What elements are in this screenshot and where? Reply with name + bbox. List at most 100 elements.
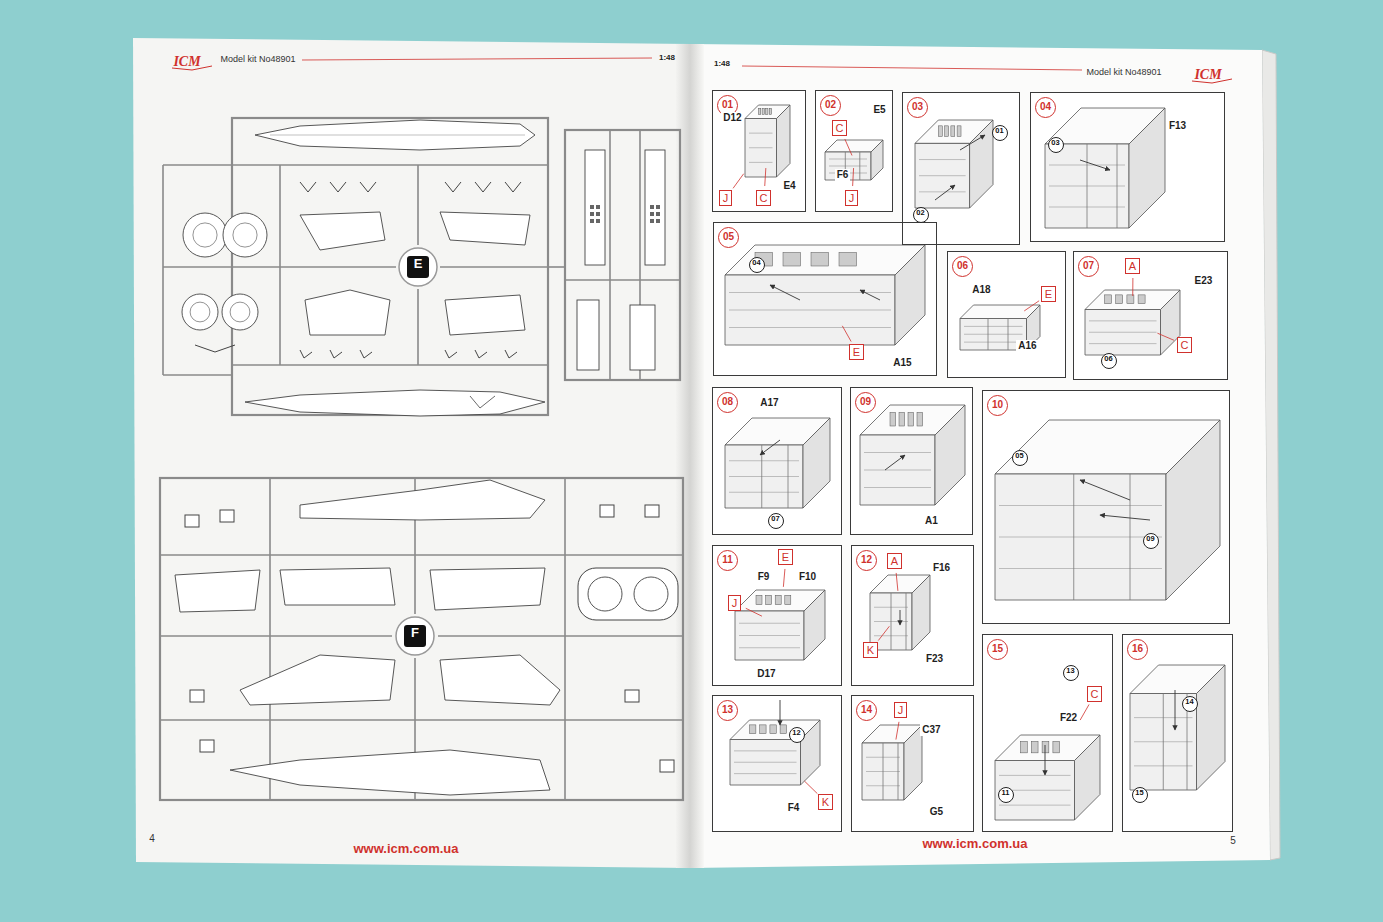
step-panel: 141516 — [1122, 634, 1233, 832]
instrument-detail — [769, 108, 771, 114]
small-part — [660, 760, 674, 772]
scale-note: 1:48 — [714, 59, 730, 68]
part-outline — [935, 405, 965, 505]
callout-label: A — [1126, 259, 1139, 273]
leader-line — [878, 626, 889, 640]
part-outline — [871, 140, 883, 180]
callout-label: K — [819, 795, 832, 809]
assembly-arrow — [1175, 690, 1176, 730]
bulkhead-line — [1130, 474, 1131, 600]
runner — [417, 289, 419, 365]
panel-ground — [712, 90, 806, 212]
panel-detail — [729, 492, 799, 493]
panel-ground — [851, 545, 974, 686]
instrument-detail — [785, 595, 791, 604]
paint-ref-box: J — [719, 190, 733, 206]
header-rule — [742, 66, 1082, 70]
panel-detail — [864, 487, 931, 488]
small-part — [185, 515, 199, 527]
small-part — [360, 350, 372, 358]
paint-ref-box: E — [849, 344, 864, 360]
panel-detail — [919, 191, 966, 192]
instrument-detail — [1138, 295, 1145, 304]
step-panel: 010203 — [902, 92, 1020, 245]
wheel-part — [222, 294, 258, 330]
callout-label: C — [1088, 687, 1102, 701]
instrument-detail — [957, 126, 961, 137]
vent-detail — [590, 219, 594, 223]
wheel-part — [193, 223, 217, 247]
step-panel: 13C1115F22 — [982, 634, 1113, 832]
panel-detail — [734, 762, 797, 763]
callout-label: 06 — [1102, 354, 1116, 363]
wheel-part — [233, 223, 257, 247]
runner — [232, 266, 396, 268]
part-outline — [725, 445, 803, 508]
assembly-arrow — [780, 700, 781, 725]
part-number: A18 — [970, 284, 992, 296]
kit-number: Model kit No48901 — [1086, 67, 1161, 77]
panel-ground — [851, 695, 974, 832]
callout-label: 12 — [790, 728, 804, 737]
panel-detail — [999, 505, 1162, 506]
leader-line — [896, 573, 898, 591]
part-outline — [1130, 694, 1197, 791]
assembly-arrow — [760, 440, 780, 455]
panel-detail — [964, 334, 1023, 335]
fuselage-part — [585, 150, 605, 265]
part-number: D17 — [755, 668, 777, 680]
panel-ground — [815, 90, 893, 212]
paint-ref-box: A — [887, 553, 902, 569]
step-panel: E06A18A16 — [947, 251, 1066, 378]
small-part — [645, 505, 659, 517]
step-number: 03 — [907, 97, 928, 118]
callout-label: J — [895, 703, 907, 717]
runner — [163, 374, 232, 376]
small-part — [200, 740, 214, 752]
bulkhead-line — [859, 152, 860, 180]
leader-line — [765, 168, 766, 186]
subassembly-circle: 04 — [749, 257, 765, 273]
small-part — [445, 350, 457, 358]
bulkhead-line — [1163, 694, 1164, 791]
intake-part — [634, 577, 668, 611]
assembly-arrow — [900, 610, 901, 625]
panel-detail — [729, 460, 799, 461]
instrument-detail — [783, 253, 801, 267]
panel-detail — [864, 452, 931, 453]
instrument-detail — [945, 126, 949, 137]
panel-ground — [712, 545, 842, 686]
panel-detail — [734, 750, 797, 751]
vent-detail — [596, 212, 600, 216]
part-outline — [725, 245, 925, 275]
part-outline — [730, 740, 801, 786]
panel-ground — [713, 222, 937, 376]
step-panel: 0304F13 — [1030, 92, 1225, 242]
panel-detail — [919, 159, 966, 160]
callout-label: C — [757, 191, 771, 205]
instrument-detail — [1116, 295, 1123, 304]
part-number: D12 — [721, 112, 743, 124]
subassembly-circle: 09 — [1143, 533, 1159, 549]
paint-ref-box: K — [863, 642, 878, 658]
part-number: F13 — [1167, 120, 1188, 132]
assembly-arrow — [1100, 515, 1150, 520]
step-number: 06 — [952, 256, 973, 277]
panel-line — [470, 396, 495, 408]
assembly-arrow — [885, 455, 905, 470]
callout-label: J — [720, 191, 732, 205]
part-outline — [1085, 310, 1161, 356]
wheel-part — [190, 302, 210, 322]
vent-detail — [656, 219, 660, 223]
panel-detail — [729, 327, 891, 328]
subassembly-circle: 06 — [1101, 353, 1117, 369]
step-panel: 050910 — [982, 390, 1230, 624]
panel-detail — [749, 133, 773, 134]
part-outline — [1166, 420, 1220, 600]
runner — [440, 266, 548, 268]
step-number: 15 — [987, 639, 1008, 660]
part-outline — [862, 743, 904, 800]
assembly-arrow — [935, 185, 955, 200]
sprue-badge-ring — [396, 617, 434, 655]
instrument-detail — [839, 253, 857, 267]
